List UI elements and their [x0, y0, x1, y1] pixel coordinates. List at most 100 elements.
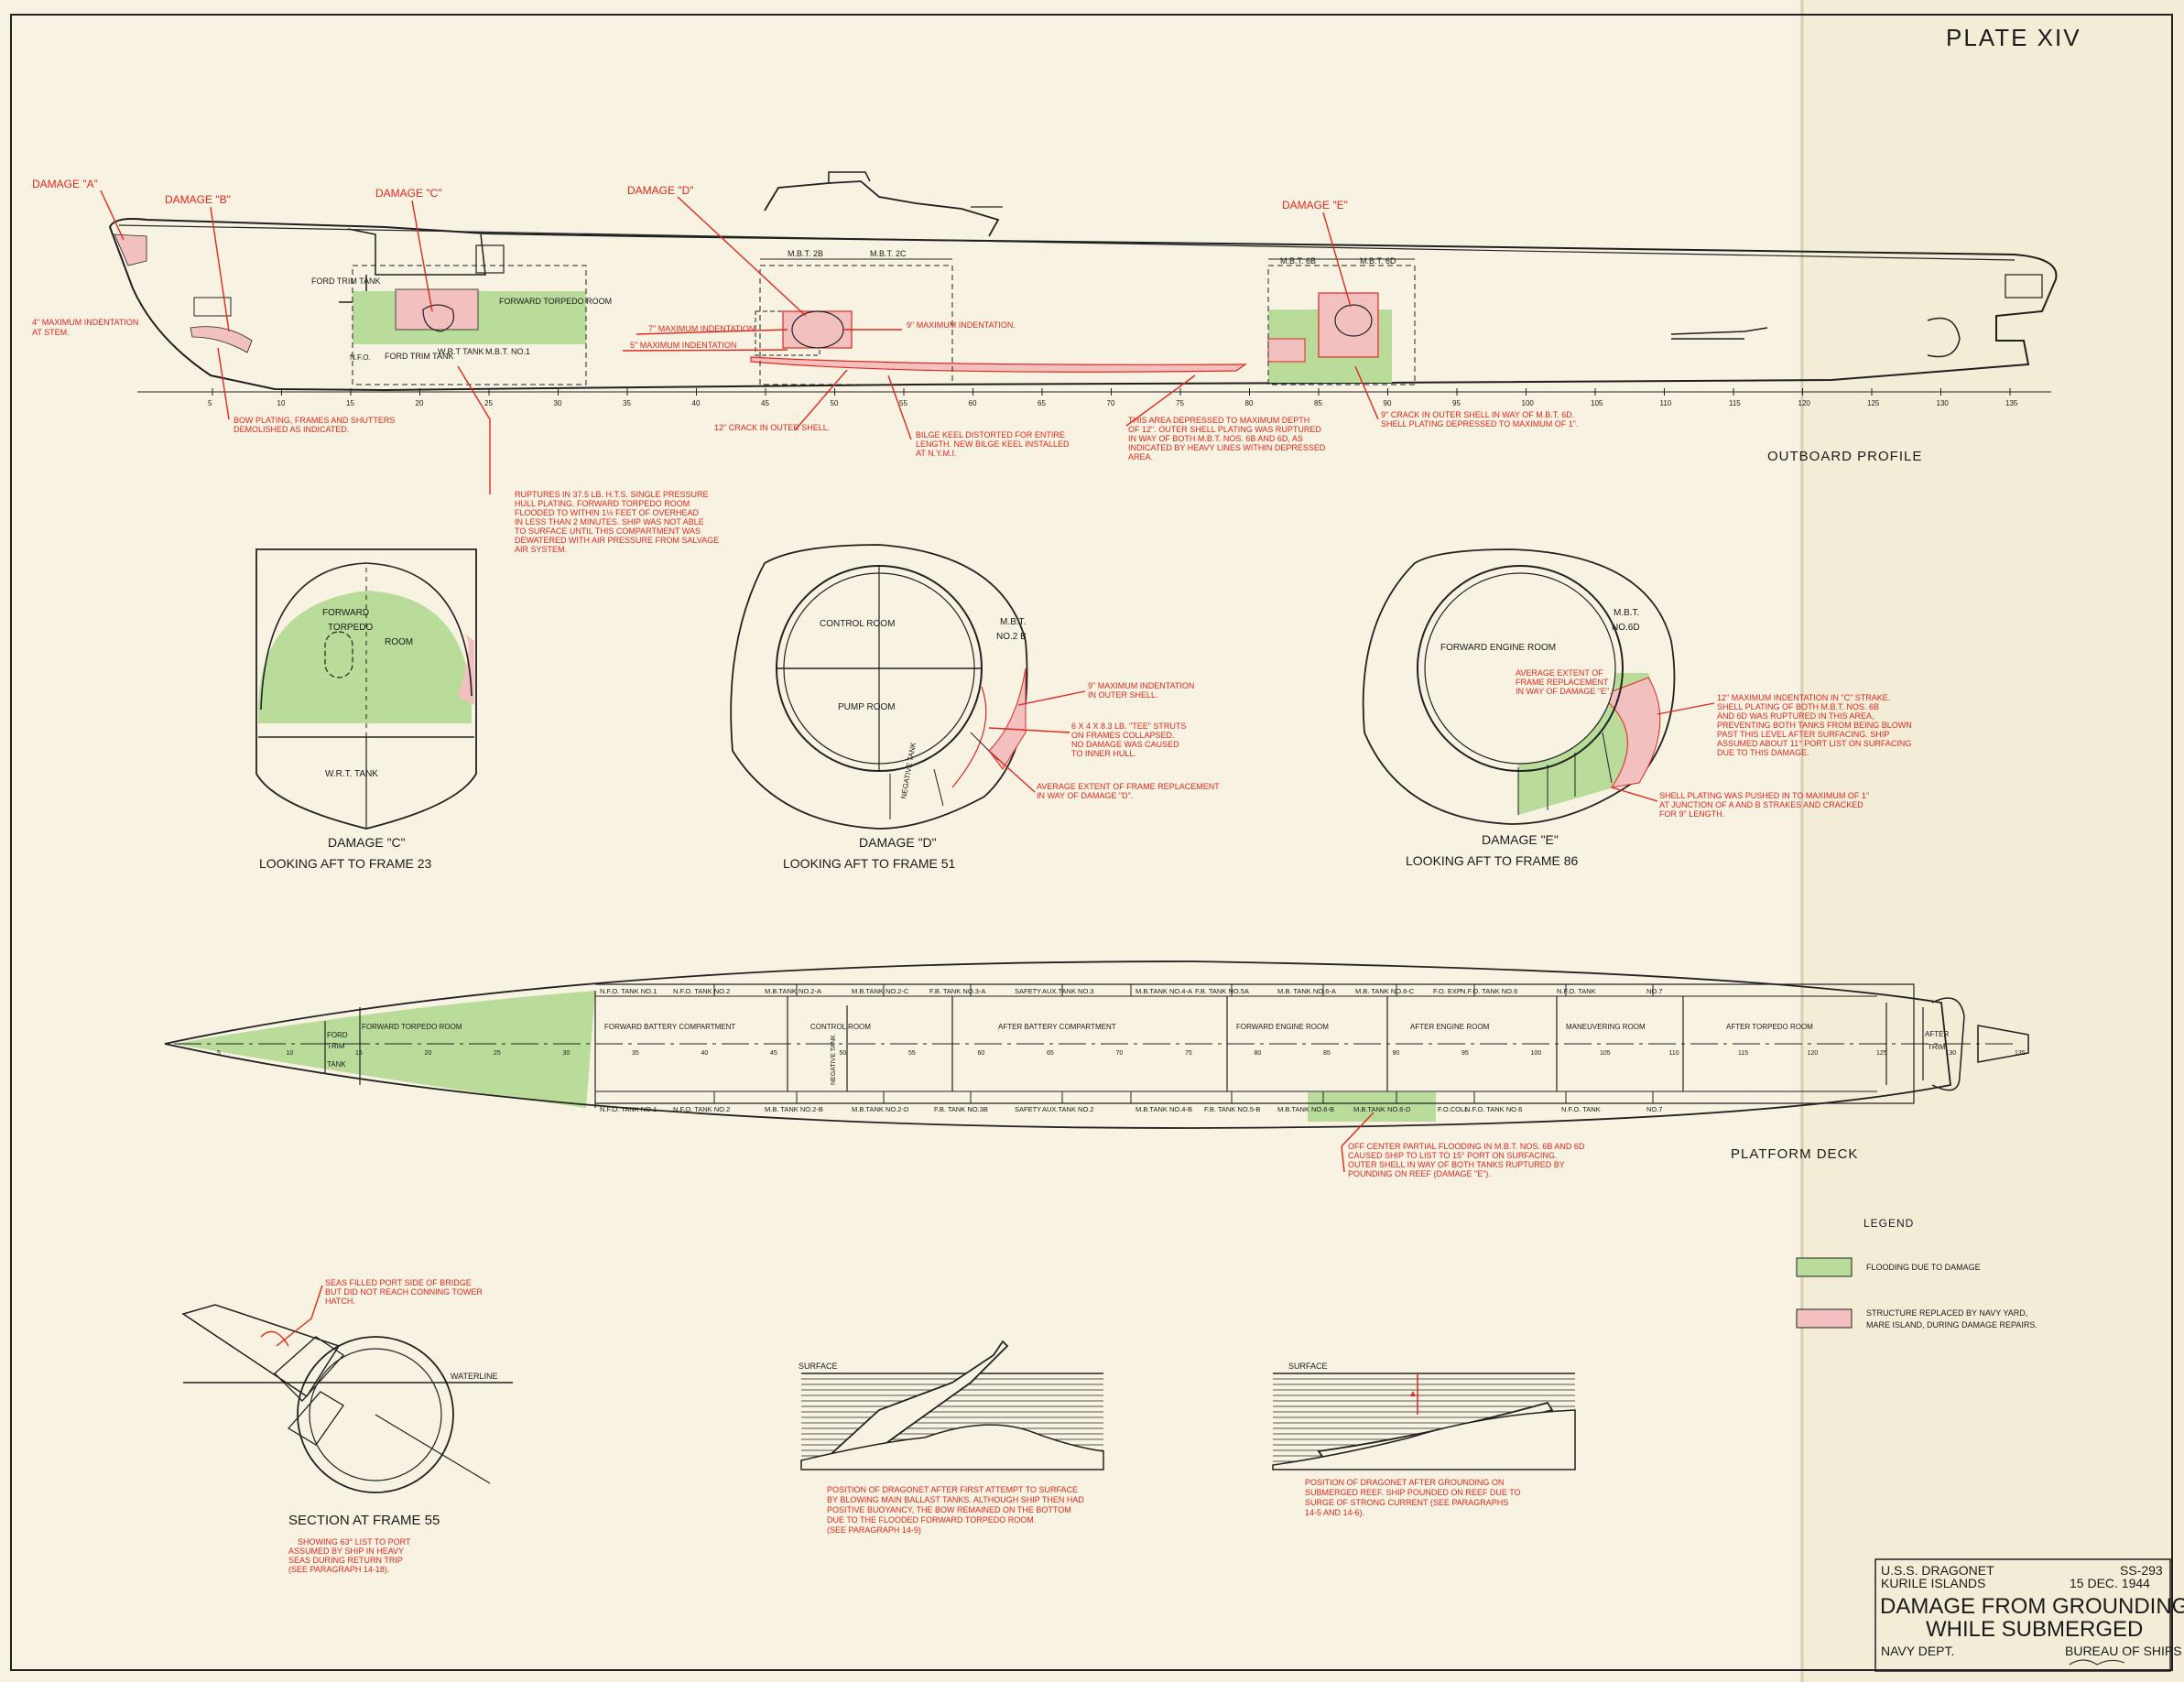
frame-number: 70	[1107, 399, 1115, 407]
frame-number: 25	[484, 399, 493, 407]
label-mbt2c: M.B.T. 2C	[870, 249, 907, 258]
frame-number: 90	[1384, 399, 1392, 407]
deck-room: CONTROL ROOM	[810, 1023, 871, 1031]
outboard-profile-title: OUTBOARD PROFILE	[1767, 449, 1922, 464]
deck-top-tank: F.B. TANK NO.5A	[1195, 987, 1249, 995]
deck-frame-number: 90	[1393, 1050, 1400, 1057]
deck-top-tank: M.B.TANK NO.2-C	[852, 987, 909, 995]
deck-room: TANK	[327, 1060, 346, 1069]
deck-frame-number: 35	[632, 1050, 639, 1057]
frame-number: 40	[692, 399, 701, 407]
tb-bureau: BUREAU OF SHIPS	[2065, 1644, 2182, 1658]
deck-top-tank: F.O. EXP	[1433, 987, 1461, 995]
sec-e-note-3: SHELL PLATING WAS PUSHED IN TO MAXIMUM O…	[1659, 791, 1869, 819]
position-diagram-1: SURFACE POSITION OF DRAGONET AFTER FIRST…	[799, 1340, 1104, 1535]
deck-frame-number: 115	[1738, 1050, 1748, 1057]
note-ruptures: RUPTURES IN 37.5 LB. H.T.S. SINGLE PRESS…	[515, 490, 722, 554]
deck-top-tank: N.F.O. TANK	[1557, 987, 1596, 995]
tb-hull: SS-293	[2120, 1563, 2163, 1578]
label-mbt6d: M.B.T. 6D	[1360, 256, 1396, 266]
legend-title: LEGEND	[1863, 1217, 1914, 1230]
platform-deck-title: PLATFORM DECK	[1731, 1146, 1858, 1162]
tb-ship: U.S.S. DRAGONET	[1881, 1563, 1994, 1578]
deck-frame-number: 50	[840, 1050, 847, 1057]
deck-top-tank: M.B. TANK NO.6-A	[1277, 987, 1336, 995]
label-forward-torpedo-room: FORWARD TORPEDO ROOM	[499, 297, 612, 306]
frame-number: 10	[277, 399, 286, 407]
tb-date: 15 DEC. 1944	[2070, 1576, 2150, 1590]
legend-swatch-flooding	[1796, 1257, 1853, 1277]
deck-bottom-tank: M.B.TANK NO.6-D	[1353, 1105, 1411, 1113]
pos2-surface: SURFACE	[1288, 1362, 1328, 1371]
deck-frame-number: 95	[1461, 1050, 1469, 1057]
deck-bottom-tank: F.B. TANK NO.5-B	[1204, 1105, 1260, 1113]
tb-dept: NAVY DEPT.	[1881, 1644, 1954, 1658]
deck-bottom-tank: N.F.O. TANK NO.2	[673, 1105, 730, 1113]
label-ford-trim-tank: FORD TRIM TANK	[311, 277, 381, 286]
pos1-note: POSITION OF DRAGONET AFTER FIRST ATTEMPT…	[827, 1485, 1084, 1535]
sec-d-label2: LOOKING AFT TO FRAME 51	[783, 856, 955, 871]
label-mbt6b: M.B.T. 6B	[1280, 256, 1316, 266]
sec-e-label2: LOOKING AFT TO FRAME 86	[1406, 853, 1578, 868]
deck-frame-number: 25	[494, 1050, 501, 1057]
note-e-area: THIS AREA DEPRESSED TO MAXIMUM DEPTH OF …	[1128, 416, 1328, 461]
deck-frame-number: 60	[978, 1050, 985, 1057]
platform-deck: N.F.O. TANK NO.1 N.F.O. TANK NO.2 M.B.TANK…	[164, 960, 2029, 1178]
legend-swatch-replaced	[1796, 1308, 1853, 1329]
deck-neg-tank: NEGATIVE TANK	[831, 1035, 837, 1085]
note-crack-12: 12" CRACK IN OUTER SHELL.	[714, 423, 830, 432]
deck-bottom-tank: M.B.TANK NO.2-D	[852, 1105, 909, 1113]
sec-e-note-2: 12" MAXIMUM INDENTATION IN "C" STRAKE. S…	[1717, 693, 1914, 757]
outboard-profile: M.B.T. 2B M.B.T. 2C M.B.T. 6B M.B.T. 6D …	[32, 171, 2058, 554]
deck-room: FORD	[327, 1031, 348, 1039]
frame-number: 35	[623, 399, 631, 407]
sec-c-tank: W.R.T. TANK	[325, 769, 378, 779]
damage-a-label: DAMAGE "A"	[32, 178, 98, 190]
deck-room: FORWARD TORPEDO ROOM	[362, 1023, 462, 1031]
frame-number: 85	[1314, 399, 1322, 407]
deck-bottom-tank: M.B.TANK NO.4-B	[1135, 1105, 1192, 1113]
note-d-9in: 9" MAXIMUM INDENTATION.	[907, 320, 1016, 330]
deck-top-tank: M.B.TANK NO.2-A	[765, 987, 821, 995]
deck-bottom-tank: AUX.TANK NO.2	[1042, 1105, 1094, 1113]
deck-top-tank: M.B.TANK NO.4-A	[1135, 987, 1192, 995]
deck-room: FORWARD ENGINE ROOM	[1236, 1023, 1329, 1031]
frame-number: 45	[761, 399, 769, 407]
deck-room: AFTER ENGINE ROOM	[1410, 1023, 1490, 1031]
title-block: U.S.S. DRAGONET KURILE ISLANDS SS-293 15…	[1874, 1558, 2184, 1672]
deck-frame-number: 125	[1876, 1050, 1887, 1057]
deck-frame-number: 135	[2015, 1050, 2026, 1057]
deck-top-tank: SAFETY	[1015, 987, 1041, 995]
deck-frame-number: 105	[1600, 1050, 1611, 1057]
label-nfo: N.F.O.	[350, 353, 371, 362]
sec-d-room-bottom: PUMP ROOM	[838, 702, 896, 712]
damage-b-label: DAMAGE "B"	[165, 193, 231, 206]
note-d-5in: 5" MAXIMUM INDENTATION	[630, 341, 736, 350]
label-mbt2b: M.B.T. 2B	[788, 249, 823, 258]
frame-number: 50	[831, 399, 839, 407]
deck-bottom-tank: M.B. TANK NO.2-B	[765, 1105, 823, 1113]
deck-frame-number: 20	[425, 1050, 432, 1057]
sec-d-tank: M.B.T.NO.2 B	[996, 617, 1027, 642]
tb-place: KURILE ISLANDS	[1881, 1576, 1985, 1590]
deck-top-tank: N.F.O. TANK NO.6	[1461, 987, 1517, 995]
deck-frame-number: 100	[1531, 1050, 1542, 1057]
deck-note: OFF CENTER PARTIAL FLOODING IN M.B.T. NO…	[1348, 1142, 1585, 1178]
frame-number: 80	[1245, 399, 1254, 407]
frame-number: 105	[1591, 399, 1603, 407]
deck-bottom-tank: N.F.O. TANK NO.1	[600, 1105, 657, 1113]
plate-number: PLATE XIV	[1946, 24, 2081, 51]
frame-number: 5	[208, 399, 212, 407]
deck-room: AFTER TORPEDO ROOM	[1726, 1023, 1813, 1031]
damage-e-label: DAMAGE "E"	[1282, 199, 1348, 212]
outer-border	[10, 14, 2173, 1671]
deck-room: MANEUVERING ROOM	[1566, 1023, 1646, 1031]
